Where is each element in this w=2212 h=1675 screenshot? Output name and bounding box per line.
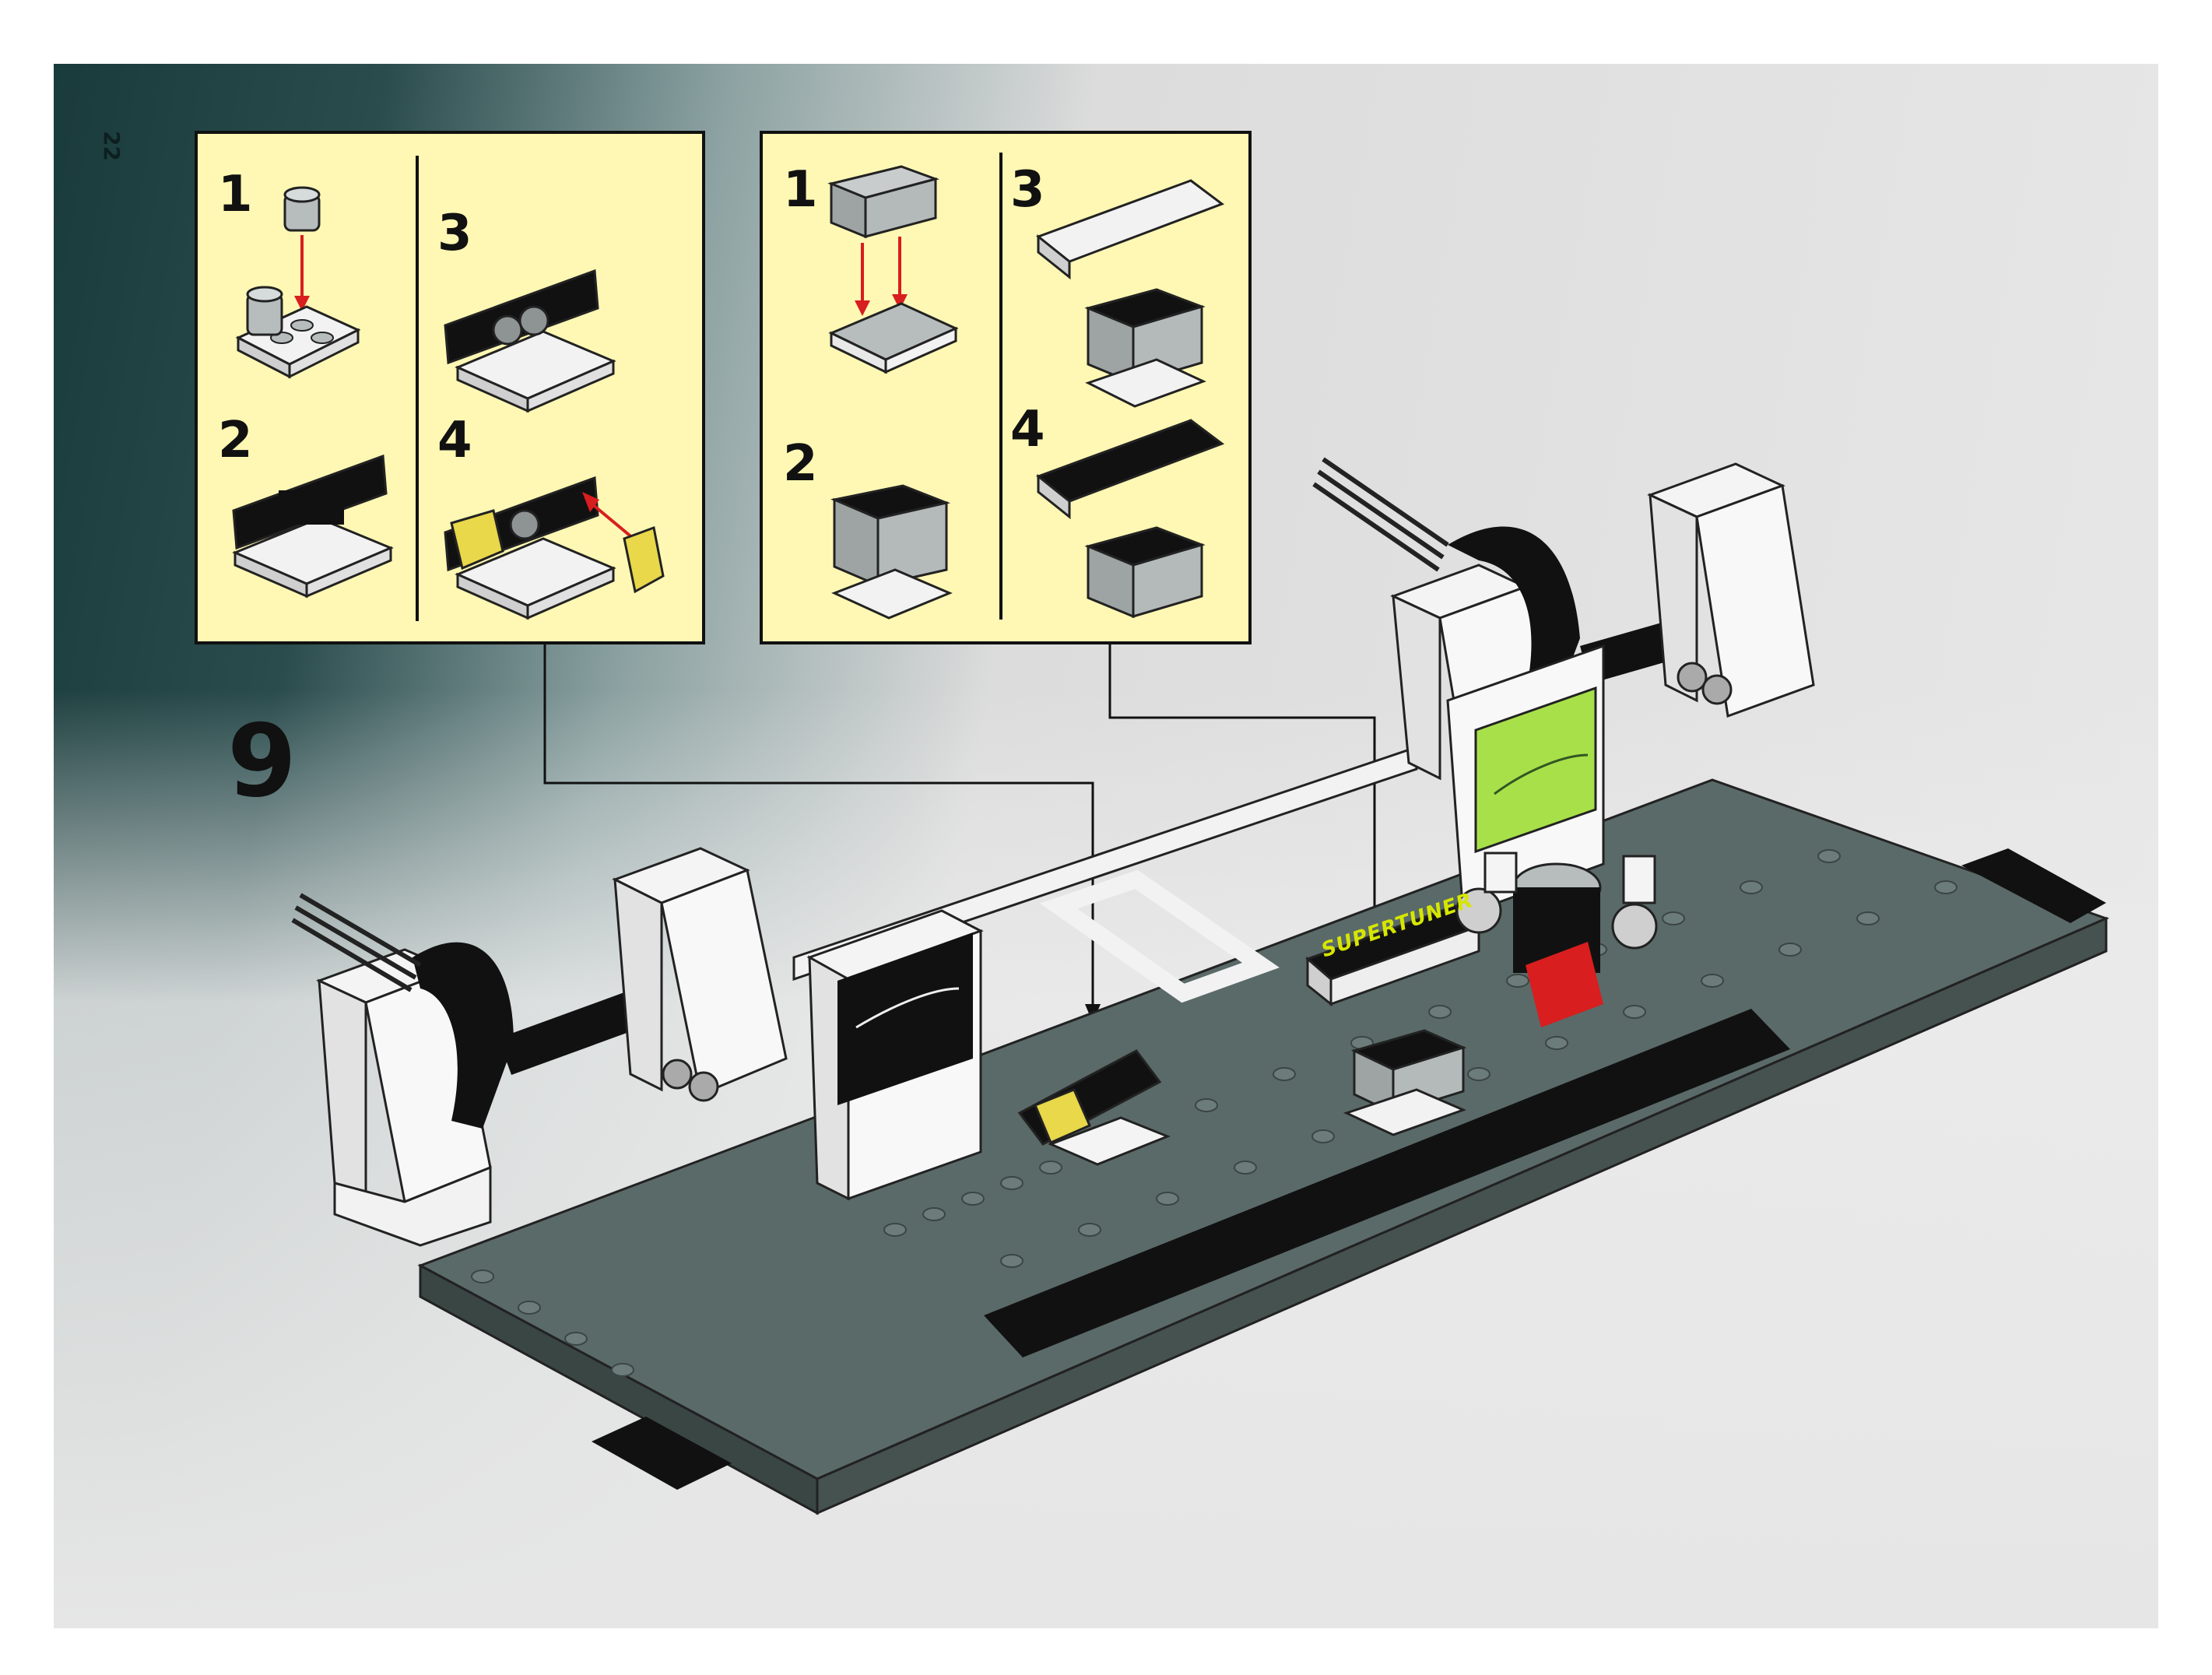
right-end-tower [1647, 462, 1815, 718]
callout-right-substep-4: 4 [1010, 401, 1045, 458]
right-arch [1312, 457, 1580, 701]
green-sticker-panel [1446, 644, 1605, 918]
left-s4-arrow [585, 498, 635, 540]
baseplate [417, 778, 2110, 1515]
engine-assembly [1455, 852, 1658, 1027]
poster-cabinet [806, 909, 984, 1201]
right-s1-arrowhead-a [855, 300, 870, 316]
left-s4-arrowhead [582, 492, 599, 512]
callout-right-parts [827, 165, 1225, 620]
callout-left-parts [232, 186, 665, 620]
left-s4-assembly [444, 476, 616, 620]
left-s1-arrowhead [294, 296, 310, 311]
callout-right-substep-1: 1 [783, 161, 818, 219]
callout-right-substep-3: 3 [1010, 161, 1045, 219]
left-s3-assembly [444, 269, 616, 413]
callout-left-substep-4: 4 [437, 412, 472, 469]
callout-left-substep-3: 3 [437, 205, 472, 262]
left-arch [291, 893, 514, 1129]
right-s2-assembly [830, 484, 953, 620]
callout-left-substep-1: 1 [218, 166, 253, 223]
callout-right-divider [999, 153, 1002, 620]
callout-left-divider [416, 156, 419, 621]
callout-left: 1 2 3 4 [195, 131, 705, 644]
callout-left-substep-2: 2 [218, 412, 253, 469]
left-s1-round-brick [283, 186, 321, 232]
baseplate-studs [471, 849, 1957, 1377]
left-s1-plate [235, 286, 361, 379]
yellow-piece-model [1017, 1049, 1171, 1166]
right-s3-assembly [1035, 179, 1225, 408]
left-axle [498, 990, 644, 1075]
right-s1-arrowhead-b [892, 294, 908, 310]
right-s1-plate [828, 302, 959, 374]
right-s4-assembly [1035, 419, 1225, 619]
left-s2-assembly [232, 454, 394, 599]
step-number: 9 [227, 704, 297, 820]
right-s1-brick [827, 165, 939, 239]
sign-stand [1305, 904, 1481, 1136]
left-s4-slope-piece [623, 525, 665, 594]
left-inner-tower [612, 847, 788, 1102]
callout-right-substep-2: 2 [783, 435, 818, 493]
callout-right: 1 2 3 4 [760, 131, 1252, 644]
